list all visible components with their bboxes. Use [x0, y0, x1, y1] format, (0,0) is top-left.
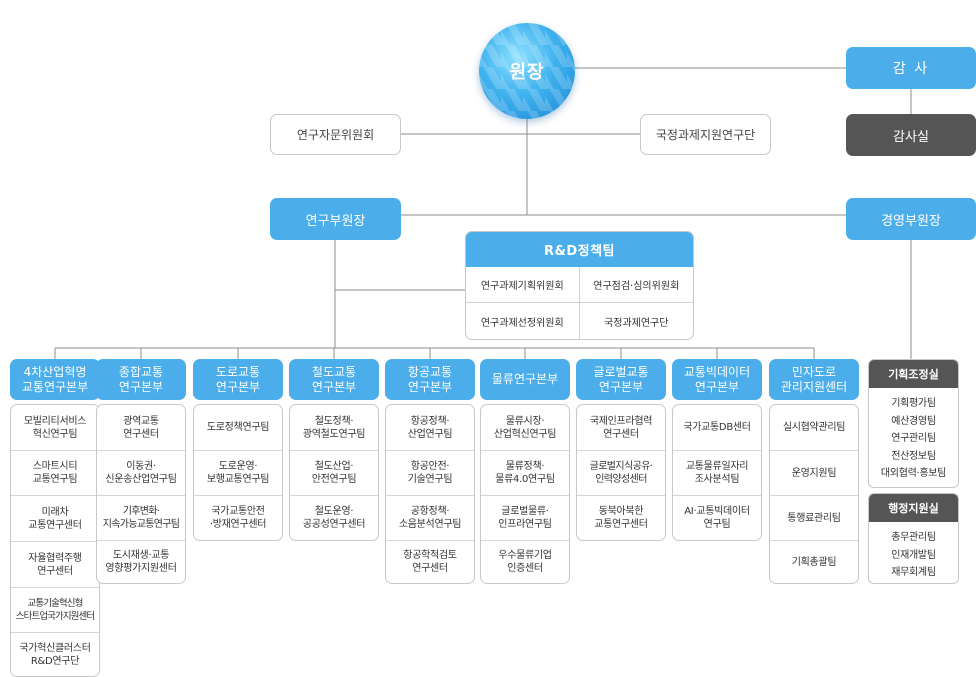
team-item[interactable]: 항공안전· 기술연구팀 — [386, 451, 474, 496]
planning-office-title[interactable]: 기획조정실 — [869, 360, 958, 388]
division-private-road-head[interactable]: 민자도로 관리지원센터 — [769, 359, 859, 400]
team-item[interactable]: 도로정책연구팀 — [194, 405, 282, 451]
team-item[interactable]: 교통기술혁신형 스타트업국가지원센터 — [11, 588, 99, 633]
team-item[interactable]: 동북아북한 교통연구센터 — [594, 506, 648, 530]
rd-committee-cell[interactable]: 연구과제기획위원회 — [466, 267, 580, 303]
division-private-road-teams: 실시협약관리팀 운영지원팀 통행료관리팀 기획총괄팀 — [769, 404, 859, 584]
team-item[interactable]: 철도운영· 공공성연구센터 — [302, 506, 366, 530]
office-team-item[interactable]: 전산정보팀 — [891, 450, 936, 462]
division-bigdata-head[interactable]: 교통빅데이터 연구본부 — [672, 359, 762, 400]
office-team-item[interactable]: 총무관리팀 — [891, 532, 936, 543]
division-logistics-head[interactable]: 물류연구본부 — [480, 359, 570, 400]
division-comprehensive-teams: 광역교통 연구센터 이동권· 신운송산업연구팀 기후변화· 지속가능교통연구팀 … — [96, 404, 186, 584]
team-item[interactable]: 기획총괄팀 — [791, 556, 837, 568]
team-item[interactable]: 스마트시티 교통연구팀 — [11, 451, 99, 496]
rd-committee-cell[interactable]: 연구점검·심의위원회 — [579, 267, 693, 303]
team-item[interactable]: 광역교통 연구센터 — [97, 405, 185, 451]
team-item[interactable]: 철도정책· 광역철도연구팀 — [290, 405, 378, 451]
division-global-teams: 국제인프라협력 연구센터 글로벌지식공유· 인력양성센터 동북아북한 교통연구센… — [576, 404, 666, 541]
rd-committee-cell[interactable]: 국정과제연구단 — [604, 317, 669, 329]
director-label: 원장 — [509, 62, 545, 83]
team-item[interactable]: 실시협약관리팀 — [770, 405, 858, 451]
office-team-item[interactable]: 기획평가팀 — [891, 398, 936, 409]
office-team-item[interactable]: 연구관리팀 — [891, 433, 936, 444]
office-team-item[interactable]: 인재개발팀 — [891, 549, 936, 561]
office-team-item[interactable]: 예산경영팀 — [891, 415, 936, 427]
team-item[interactable]: 자율협력주행 연구센터 — [11, 542, 99, 588]
advisory-committee-box[interactable]: 연구자문위원회 — [270, 114, 401, 155]
division-aviation-teams: 항공정책· 산업연구팀 항공안전· 기술연구팀 공항정책· 소음분석연구팀 항공… — [385, 404, 475, 584]
division-railway-teams: 철도정책· 광역철도연구팀 철도산업· 안전연구팀 철도운영· 공공성연구센터 — [289, 404, 379, 541]
planning-office-box: 기획조정실 기획평가팀 예산경영팀 연구관리팀 전산정보팀 대외협력·홍보팀 — [868, 359, 959, 488]
division-global-head[interactable]: 글로벌교통 연구본부 — [576, 359, 666, 400]
office-team-item[interactable]: 재무회계팀 — [891, 567, 936, 578]
vice-president-management-box[interactable]: 경영부원장 — [846, 198, 976, 240]
team-item[interactable]: AI·교통빅데이터 연구팀 — [684, 506, 750, 530]
team-item[interactable]: 이동권· 신운송산업연구팀 — [97, 451, 185, 496]
office-team-item[interactable]: 대외협력·홍보팀 — [880, 468, 947, 479]
team-item[interactable]: 교통물류일자리 조사분석팀 — [673, 451, 761, 496]
team-item[interactable]: 운영지원팀 — [770, 451, 858, 496]
division-comprehensive-head[interactable]: 종합교통 연구본부 — [96, 359, 186, 400]
team-item[interactable]: 국가교통안전 ·방재연구센터 — [209, 506, 267, 530]
division-road-teams: 도로정책연구팀 도로운영· 보행교통연구팀 국가교통안전 ·방재연구센터 — [193, 404, 283, 541]
team-item[interactable]: 철도산업· 안전연구팀 — [290, 451, 378, 496]
team-item[interactable]: 국가혁신클러스터 R&D연구단 — [19, 642, 91, 667]
rd-policy-team-box[interactable]: R&D정책팀 연구과제기획위원회 연구점검·심의위원회 연구과제선정위원회 국정… — [465, 231, 694, 340]
team-item[interactable]: 글로벌물류· 인프라연구팀 — [481, 496, 569, 541]
division-bigdata-teams: 국가교통DB센터 교통물류일자리 조사분석팀 AI·교통빅데이터 연구팀 — [672, 404, 762, 541]
vice-president-research-box[interactable]: 연구부원장 — [270, 198, 401, 240]
division-road-head[interactable]: 도로교통 연구본부 — [193, 359, 283, 400]
director-node[interactable]: 원장 — [479, 23, 575, 119]
rd-committee-cell[interactable]: 연구과제선정위원회 — [466, 303, 580, 339]
team-item[interactable]: 글로벌지식공유· 인력양성센터 — [577, 451, 665, 496]
team-item[interactable]: 국가교통DB센터 — [673, 405, 761, 451]
national-task-group-box[interactable]: 국정과제지원연구단 — [640, 114, 771, 155]
division-4th-industrial-teams: 모빌리티서비스 혁신연구팀 스마트시티 교통연구팀 미래차 교통연구센터 자율협… — [10, 404, 100, 677]
team-item[interactable]: 통행료관리팀 — [770, 496, 858, 541]
team-item[interactable]: 도시재생·교통 영향평가지원센터 — [105, 550, 177, 574]
team-item[interactable]: 국제인프라협력 연구센터 — [577, 405, 665, 451]
team-item[interactable]: 미래차 교통연구센터 — [11, 496, 99, 542]
admin-office-title[interactable]: 행정지원실 — [869, 494, 958, 522]
division-4th-industrial-head[interactable]: 4차산업혁명 교통연구본부 — [10, 359, 100, 400]
team-item[interactable]: 우수물류기업 인증센터 — [498, 550, 552, 574]
team-item[interactable]: 물류정책· 물류4.0연구팀 — [481, 451, 569, 496]
team-item[interactable]: 도로운영· 보행교통연구팀 — [194, 451, 282, 496]
team-item[interactable]: 기후변화· 지속가능교통연구팀 — [97, 496, 185, 541]
audit-office-box[interactable]: 감사실 — [846, 114, 976, 156]
admin-office-box: 행정지원실 총무관리팀 인재개발팀 재무회계팀 — [868, 493, 959, 584]
team-item[interactable]: 항공정책· 산업연구팀 — [386, 405, 474, 451]
division-logistics-teams: 물류시장· 산업혁신연구팀 물류정책· 물류4.0연구팀 글로벌물류· 인프라연… — [480, 404, 570, 584]
rd-policy-title: R&D정책팀 — [466, 232, 693, 267]
team-item[interactable]: 공항정책· 소음분석연구팀 — [386, 496, 474, 541]
team-item[interactable]: 모빌리티서비스 혁신연구팀 — [11, 405, 99, 451]
division-aviation-head[interactable]: 항공교통 연구본부 — [385, 359, 475, 400]
team-item[interactable]: 항공학적검토 연구센터 — [403, 550, 457, 574]
division-railway-head[interactable]: 철도교통 연구본부 — [289, 359, 379, 400]
team-item[interactable]: 물류시장· 산업혁신연구팀 — [481, 405, 569, 451]
auditor-box[interactable]: 감 사 — [846, 47, 976, 89]
